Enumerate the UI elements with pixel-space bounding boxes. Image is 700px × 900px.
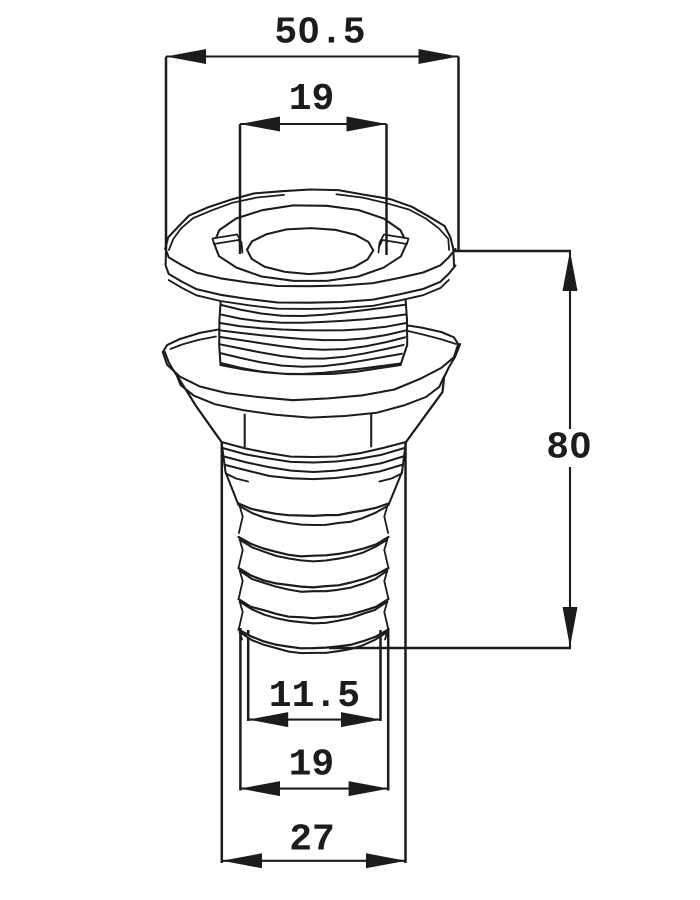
svg-text:11.5: 11.5: [269, 675, 360, 718]
svg-text:80: 80: [546, 427, 592, 470]
svg-text:50.5: 50.5: [274, 12, 365, 55]
svg-text:19: 19: [289, 744, 335, 787]
svg-text:27: 27: [289, 819, 335, 862]
svg-text:19: 19: [289, 78, 335, 121]
